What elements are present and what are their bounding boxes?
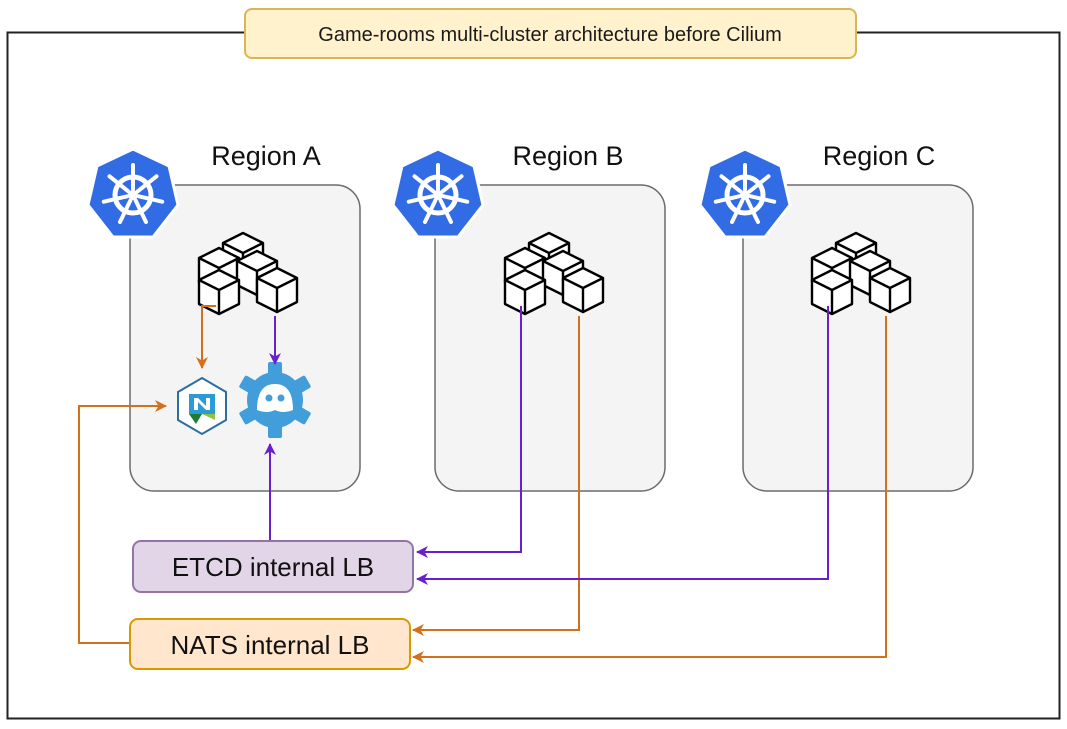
region-a-nats-link — [196, 305, 216, 369]
etcd-internal-lb-label: ETCD internal LB — [172, 552, 374, 582]
region-b-label: Region B — [512, 141, 623, 171]
nats-internal-lb: NATS internal LB — [129, 618, 411, 670]
region-c-etcd-link — [416, 306, 829, 585]
nats-internal-lb-label: NATS internal LB — [171, 630, 370, 660]
nats-lb-to-nats-link — [78, 400, 167, 644]
diagram-title: Game-rooms multi-cluster architecture be… — [244, 8, 857, 59]
diagram-title-text: Game-rooms multi-cluster architecture be… — [318, 24, 781, 46]
etcd-internal-lb: ETCD internal LB — [132, 540, 414, 593]
region-c-label: Region C — [823, 141, 936, 171]
region-c-nats-link — [412, 316, 887, 663]
kubernetes-icon — [393, 149, 483, 237]
etcd-icon — [239, 362, 311, 438]
region-a-box — [129, 184, 361, 492]
region-a-label: Region A — [211, 141, 321, 171]
region-c-box — [742, 184, 974, 492]
region-b-nats-link — [412, 316, 580, 636]
region-b-box — [434, 184, 666, 492]
kubernetes-icon — [88, 149, 178, 237]
region-b-etcd-link — [416, 306, 522, 558]
kubernetes-icon — [700, 149, 790, 237]
nats-icon — [177, 376, 227, 436]
